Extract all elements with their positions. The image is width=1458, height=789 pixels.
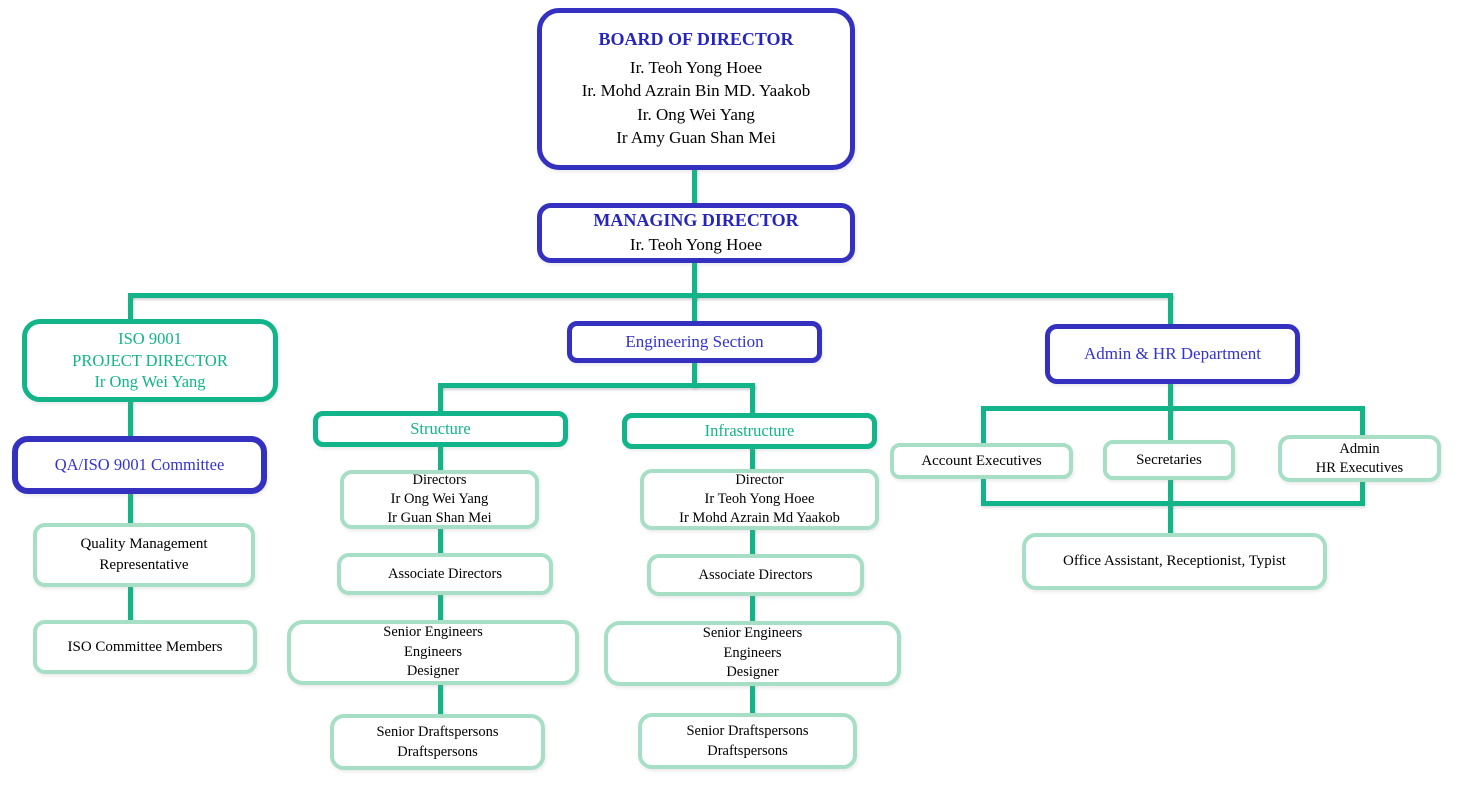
connector-drop-iso [128,293,133,321]
managing-director-title: MANAGING DIRECTOR [593,209,799,230]
quality-management-rep-label: Quality Management Representative [80,536,208,573]
connector-drop-infrastructure [750,383,755,415]
connector-adminhr-loop-drop [1168,382,1173,410]
connector-engineering-split [692,361,697,387]
infrastructure-director-node: Director Ir Teoh Yong Hoee Ir Mohd Azrai… [640,469,879,530]
infrastructure-associate-directors-node: Associate Directors [647,554,864,596]
structure-directors-label: Directors Ir Ong Wei Yang Ir Guan Shan M… [387,472,492,526]
structure-associate-directors-node: Associate Directors [337,553,553,595]
structure-engineers-label: Senior Engineers Engineers Designer [383,624,483,680]
infrastructure-node: Infrastructure [622,413,877,449]
engineering-section-node: Engineering Section [567,321,822,363]
connector-infraengineers-draftspersons [750,684,755,715]
structure-draftspersons-label: Senior Draftspersons Draftspersons [376,724,499,760]
office-assistant-label: Office Assistant, Receptionist, Typist [1063,553,1286,569]
infrastructure-engineers-label: Senior Engineers Engineers Designer [702,625,803,681]
structure-draftspersons-node: Senior Draftspersons Draftspersons [330,714,545,770]
structure-node: Structure [313,411,568,447]
infrastructure-draftspersons-node: Senior Draftspersons Draftspersons [638,713,857,769]
connector-engineers-draftspersons [438,683,443,716]
iso-project-director-node: ISO 9001 PROJECT DIRECTOR Ir Ong Wei Yan… [22,319,278,402]
iso-committee-members-label: ISO Committee Members [67,638,223,655]
connector-board-md [692,168,697,205]
connector-drop-engineering [692,293,697,323]
secretaries-node: Secretaries [1103,440,1235,480]
admin-hr-executives-node: Admin HR Executives [1278,435,1441,482]
structure-label: Structure [410,419,471,438]
connector-infraassociate-engineers [750,594,755,623]
connector-iso-qa [128,400,133,438]
connector-structure-directors [438,445,443,472]
iso-project-director-label: ISO 9001 PROJECT DIRECTOR Ir Ong Wei Yan… [72,329,228,392]
admin-hr-executives-label: Admin HR Executives [1315,441,1404,476]
connector-drop-adminhr [1168,293,1173,326]
connector-infrastructure-director [750,447,755,471]
structure-directors-node: Directors Ir Ong Wei Yang Ir Guan Shan M… [340,470,539,529]
infrastructure-associate-directors-label: Associate Directors [698,566,813,583]
infrastructure-draftspersons-label: Senior Draftspersons Draftspersons [686,723,809,759]
connector-associate-engineers [438,593,443,622]
connector-main-horizontal [128,293,1173,298]
connector-directors-associate [438,527,443,555]
structure-engineers-node: Senior Engineers Engineers Designer [287,620,579,685]
account-executives-label: Account Executives [921,452,1042,469]
connector-infradirector-associate [750,528,755,556]
qa-iso-committee-node: QA/ISO 9001 Committee [12,436,267,494]
structure-associate-directors-label: Associate Directors [388,565,502,582]
managing-director-name: Ir. Teoh Yong Hoee [629,234,763,254]
connector-qa-qmr [128,492,133,525]
connector-drop-structure [438,383,443,413]
secretaries-label: Secretaries [1136,451,1202,468]
admin-hr-department-node: Admin & HR Department [1045,324,1300,384]
engineering-section-label: Engineering Section [625,332,764,351]
admin-hr-department-label: Admin & HR Department [1083,344,1262,363]
connector-qmr-members [128,586,133,622]
account-executives-node: Account Executives [890,443,1073,479]
board-of-director-title: BOARD OF DIRECTOR [598,28,794,49]
infrastructure-label: Infrastructure [704,421,795,440]
quality-management-rep-node: Quality Management Representative [33,523,255,587]
connector-md-trunk [692,262,697,298]
connector-engineering-horizontal [438,383,755,388]
qa-iso-committee-label: QA/ISO 9001 Committee [54,455,225,474]
managing-director-node: MANAGING DIRECTOR Ir. Teoh Yong Hoee [537,203,855,263]
board-of-director-members: Ir. Teoh Yong Hoee Ir. Mohd Azrain Bin M… [581,57,811,147]
iso-committee-members-node: ISO Committee Members [33,620,257,674]
infrastructure-engineers-node: Senior Engineers Engineers Designer [604,621,901,686]
office-assistant-node: Office Assistant, Receptionist, Typist [1022,533,1327,590]
infrastructure-director-label: Director Ir Teoh Yong Hoee Ir Mohd Azrai… [679,472,840,526]
board-of-director-node: BOARD OF DIRECTOR Ir. Teoh Yong Hoee Ir.… [537,8,855,170]
